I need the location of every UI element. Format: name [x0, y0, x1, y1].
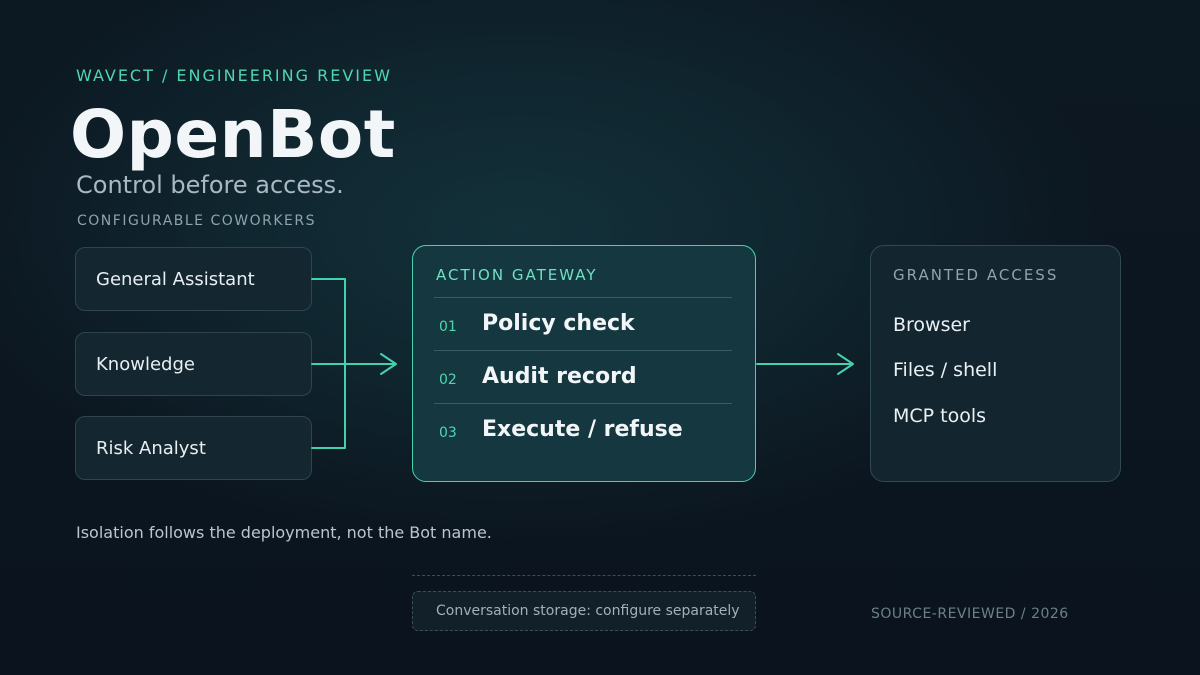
gateway-divider — [434, 297, 732, 298]
granted-access-panel — [870, 245, 1121, 482]
dashed-separator — [412, 575, 756, 576]
source-label: SOURCE-REVIEWED / 2026 — [871, 606, 1069, 622]
access-item-browser: Browser — [893, 314, 970, 336]
coworker-label: Knowledge — [96, 353, 195, 375]
page-title: OpenBot — [70, 96, 396, 173]
gateway-step-number: 01 — [439, 319, 457, 335]
coworker-label: General Assistant — [96, 268, 255, 290]
isolation-note: Isolation follows the deployment, not th… — [76, 523, 492, 542]
storage-note: Conversation storage: configure separate… — [436, 603, 740, 619]
gateway-step-audit-record: Audit record — [482, 364, 637, 389]
gateway-label: ACTION GATEWAY — [436, 266, 598, 284]
coworker-card-knowledge: Knowledge — [75, 332, 312, 396]
gateway-step-number: 02 — [439, 372, 457, 388]
gateway-divider — [434, 350, 732, 351]
arrow-to-gateway-icon — [380, 353, 397, 375]
gateway-step-execute-refuse: Execute / refuse — [482, 417, 683, 442]
coworkers-section-label: CONFIGURABLE COWORKERS — [77, 213, 317, 229]
coworker-label: Risk Analyst — [96, 437, 206, 459]
access-label: GRANTED ACCESS — [893, 266, 1059, 284]
coworker-card-general-assistant: General Assistant — [75, 247, 312, 311]
gateway-divider — [434, 403, 732, 404]
gateway-step-policy-check: Policy check — [482, 311, 635, 336]
access-item-mcp-tools: MCP tools — [893, 405, 987, 427]
gateway-step-number: 03 — [439, 425, 457, 441]
eyebrow-label: WAVECT / ENGINEERING REVIEW — [76, 66, 392, 85]
page-subtitle: Control before access. — [76, 171, 344, 199]
arrow-to-access-icon — [837, 353, 854, 375]
storage-note-box: Conversation storage: configure separate… — [412, 591, 756, 631]
coworker-card-risk-analyst: Risk Analyst — [75, 416, 312, 480]
action-gateway-panel — [412, 245, 756, 482]
access-item-files-shell: Files / shell — [893, 359, 998, 381]
